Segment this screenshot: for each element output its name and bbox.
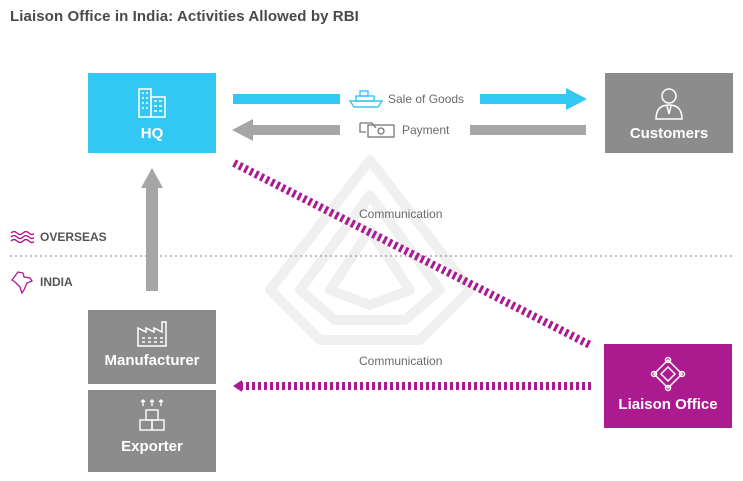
horizontal-communication-arrow [233,380,592,392]
waves-icon [10,230,34,244]
exporter-label: Exporter [121,438,183,455]
manufacturer-box: Manufacturer [88,310,216,384]
exporter-box: Exporter [88,390,216,472]
india-region-label-group: INDIA [10,270,73,294]
horizontal-communication-label: Communication [359,354,443,368]
person-icon [655,88,683,120]
hq-label: HQ [140,125,164,142]
handshake-network-icon [650,356,686,392]
customers-label: Customers [629,125,709,142]
sale-of-goods-label-group: Sale of Goods [348,89,464,109]
india-map-icon [11,271,33,294]
hq-box: HQ [88,73,216,153]
india-label: INDIA [40,275,73,289]
building-icon [138,88,166,118]
overseas-region-label-group: OVERSEAS [10,230,107,244]
page-title: Liaison Office in India: Activities Allo… [10,8,359,25]
payment-label: Payment [402,123,450,137]
factory-icon [137,321,167,347]
sale-of-goods-label: Sale of Goods [388,92,465,106]
overseas-label: OVERSEAS [40,230,107,244]
manufacturer-to-hq-arrow [141,168,163,291]
diagonal-communication-label: Communication [359,207,443,221]
cash-icon [359,122,395,138]
customers-box: Customers [605,73,733,153]
payment-label-group: Payment [358,120,449,140]
boxes-export-icon [139,399,165,431]
watermark-logo [265,155,475,345]
payment-arrow [232,119,586,141]
liaison-office-label: Liaison Office [618,396,718,413]
sale-arrow [233,88,587,110]
liaison-office-box: Liaison Office [604,344,732,428]
diagonal-communication-arrow [232,159,594,350]
manufacturer-label: Manufacturer [104,352,200,369]
ship-icon [348,90,384,108]
